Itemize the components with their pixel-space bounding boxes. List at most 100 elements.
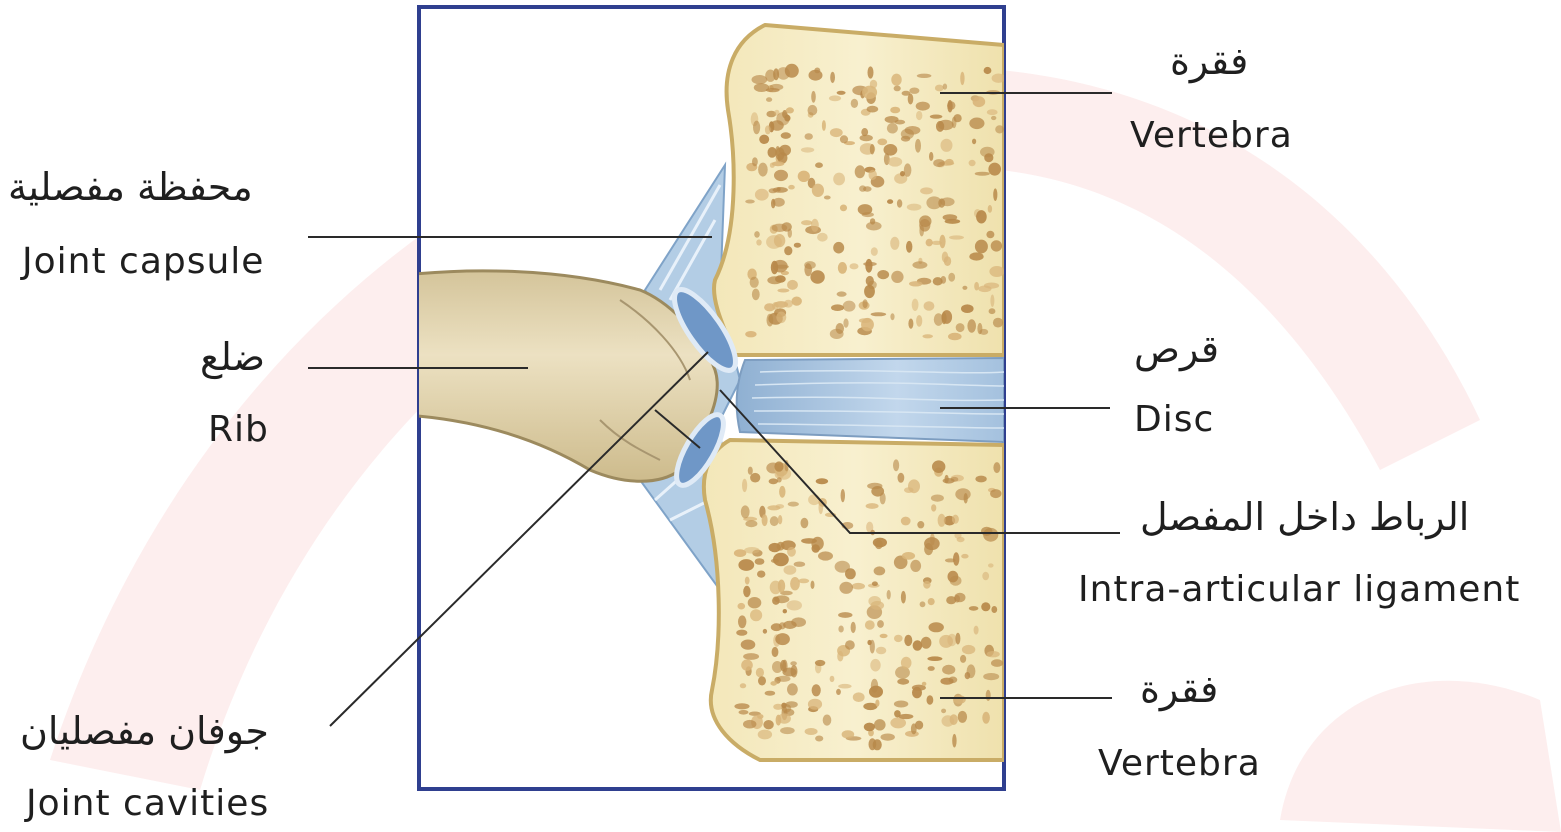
pore bbox=[939, 235, 945, 249]
pore bbox=[786, 107, 794, 113]
pore bbox=[887, 590, 891, 600]
pore bbox=[805, 728, 818, 735]
pore bbox=[960, 655, 966, 663]
pore bbox=[895, 120, 906, 125]
pore bbox=[866, 222, 882, 231]
pore bbox=[778, 515, 782, 524]
pore bbox=[833, 242, 844, 254]
pore bbox=[924, 537, 940, 550]
pore bbox=[873, 538, 887, 548]
pore bbox=[845, 640, 855, 650]
pore bbox=[788, 229, 792, 238]
pore bbox=[888, 157, 902, 167]
pore bbox=[916, 102, 930, 111]
label-rib-ar: ضلع bbox=[200, 338, 265, 376]
pore bbox=[980, 147, 995, 158]
pore bbox=[736, 630, 747, 636]
pore bbox=[772, 647, 779, 657]
pore bbox=[897, 679, 909, 685]
pore bbox=[861, 128, 868, 136]
pore bbox=[987, 651, 1000, 657]
pore bbox=[867, 640, 871, 645]
pore bbox=[917, 74, 932, 78]
pore bbox=[923, 581, 930, 589]
pore bbox=[941, 709, 946, 714]
pore bbox=[961, 554, 968, 559]
pore bbox=[916, 111, 922, 120]
pore bbox=[866, 503, 879, 509]
pore bbox=[920, 601, 926, 607]
pore bbox=[769, 478, 778, 484]
pore bbox=[822, 120, 826, 131]
pore bbox=[779, 486, 785, 498]
pore bbox=[887, 199, 893, 204]
pore bbox=[745, 577, 750, 585]
pore bbox=[872, 581, 878, 586]
pore bbox=[758, 730, 772, 740]
pore bbox=[967, 319, 976, 332]
pore bbox=[750, 277, 759, 288]
pore bbox=[917, 521, 924, 528]
pore bbox=[871, 679, 878, 693]
pore bbox=[915, 721, 923, 730]
label-joint-cavities-ar: جوفان مفصليان bbox=[20, 712, 269, 750]
pore bbox=[752, 289, 760, 301]
pore bbox=[907, 204, 922, 211]
pore bbox=[756, 668, 764, 678]
pore bbox=[838, 684, 851, 689]
pore bbox=[991, 240, 1002, 251]
pore bbox=[816, 478, 828, 484]
pore bbox=[774, 461, 783, 471]
pore bbox=[958, 711, 967, 723]
pore bbox=[750, 609, 762, 621]
pore bbox=[783, 609, 787, 613]
pore bbox=[845, 568, 856, 579]
pore bbox=[785, 701, 797, 708]
pore bbox=[956, 323, 965, 332]
pore bbox=[898, 714, 913, 719]
pore bbox=[876, 647, 886, 654]
pore bbox=[875, 700, 879, 707]
pore bbox=[962, 645, 975, 654]
pore bbox=[984, 67, 992, 74]
pore bbox=[950, 714, 958, 725]
pore bbox=[836, 323, 844, 334]
pore bbox=[836, 689, 841, 695]
pore bbox=[812, 184, 824, 197]
pore bbox=[773, 553, 789, 567]
pore bbox=[870, 144, 875, 155]
pore bbox=[912, 261, 927, 268]
pore bbox=[784, 246, 792, 255]
pore bbox=[801, 220, 812, 225]
pore bbox=[890, 313, 894, 320]
pore bbox=[808, 105, 818, 116]
pore bbox=[778, 580, 785, 593]
pore bbox=[988, 563, 994, 567]
pore bbox=[990, 489, 1001, 498]
pore bbox=[926, 196, 941, 209]
pore bbox=[969, 252, 983, 260]
pore bbox=[945, 475, 949, 483]
pore bbox=[831, 304, 844, 311]
pore bbox=[830, 676, 835, 682]
pore bbox=[838, 612, 852, 618]
pore bbox=[877, 620, 884, 628]
pore bbox=[765, 691, 776, 696]
pore bbox=[887, 123, 898, 134]
pore bbox=[851, 99, 858, 108]
pore bbox=[843, 318, 848, 327]
pore bbox=[951, 477, 959, 482]
pore bbox=[798, 579, 809, 584]
pore bbox=[962, 286, 967, 290]
pore bbox=[792, 297, 802, 306]
label-intra-articular-ligament-en: Intra-articular ligament bbox=[1078, 572, 1520, 608]
pore bbox=[877, 270, 889, 279]
pore bbox=[811, 537, 823, 551]
label-disc-ar: قرص bbox=[1134, 330, 1219, 368]
pore bbox=[931, 495, 944, 502]
pore bbox=[988, 163, 1001, 176]
pore bbox=[908, 479, 920, 493]
pore bbox=[811, 219, 819, 232]
pore bbox=[808, 699, 822, 710]
pore bbox=[932, 460, 945, 473]
